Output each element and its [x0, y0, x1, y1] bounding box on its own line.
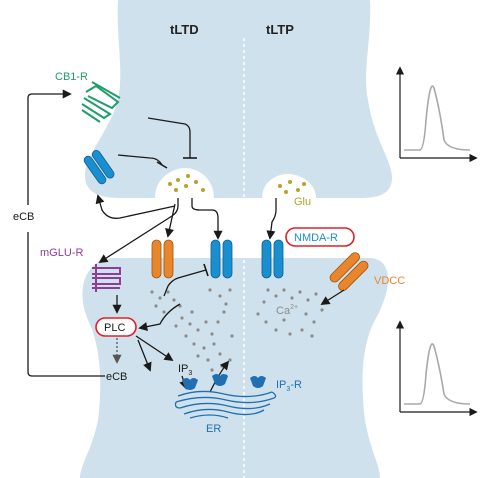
trace-panel-top	[395, 66, 478, 163]
ecb-side-label: eCB	[13, 211, 34, 223]
glutamate-dots-left	[168, 174, 205, 192]
trace-panel-bottom	[395, 320, 478, 417]
mglur-label: mGLU-R	[40, 247, 83, 259]
presynaptic-receptor-icon	[83, 150, 115, 185]
vdcc-label: VDCC	[374, 275, 405, 287]
calcium-dots-right	[256, 288, 324, 338]
glu-label: Glu	[294, 196, 311, 208]
release-arrow-receptor-blue	[191, 198, 223, 240]
postsynaptic-spine	[80, 258, 389, 478]
release-arrow-receptor-orange	[165, 203, 176, 238]
ion-channel-icon	[151, 239, 284, 279]
er-icon	[174, 390, 277, 419]
cb1r-inhibition-line	[147, 117, 191, 158]
nmdar-label: NMDA-R	[294, 232, 338, 244]
glutamate-dots-right	[278, 180, 306, 194]
release-arrow-nmdar	[266, 198, 277, 240]
vesicle-tltd	[155, 168, 214, 198]
gpcr-icon	[92, 264, 121, 292]
cb1r-label: CB1-R	[55, 71, 88, 83]
ip3-receptor-arrow-2	[209, 360, 230, 393]
receptor-cross-inhibition	[163, 269, 207, 297]
plc-label: PLC	[104, 322, 125, 334]
vdcc-ca-arrow	[320, 289, 345, 305]
ip3-label: IP3	[178, 363, 192, 377]
plc-ip3-arrow	[135, 335, 174, 362]
nmdar-box	[285, 227, 355, 247]
vesicle-tltp	[262, 174, 316, 198]
title-tltd: tLTD	[170, 22, 199, 37]
calcium-plc-arrow	[138, 303, 181, 332]
plc-ecb-solid-arrow	[137, 339, 152, 372]
ip3-receptor-icon	[182, 374, 266, 390]
er-label: ER	[206, 423, 221, 435]
ip3r-label: IP3-R	[276, 379, 302, 393]
ecb-feedback-arrow-top	[27, 89, 72, 205]
calcium-label: Ca2+	[276, 304, 298, 317]
ecb-feedback-arrow	[27, 232, 105, 377]
presynaptic-terminal	[85, 0, 392, 198]
title-tltp: tLTP	[266, 22, 294, 37]
vdcc-icon	[329, 252, 369, 292]
ecb-label: eCB	[106, 371, 127, 383]
plc-box	[95, 317, 137, 337]
cb1-receptor-icon	[81, 81, 121, 123]
release-arrow-presyn-receptor	[95, 194, 176, 219]
